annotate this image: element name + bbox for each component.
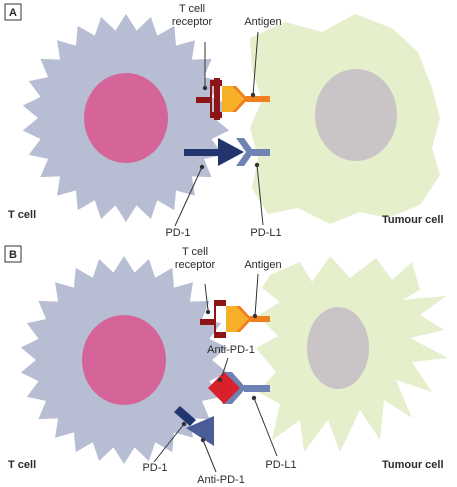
label-tcr-b-line2: receptor — [175, 259, 216, 271]
leader-pd1-a — [174, 166, 203, 227]
anti-pd1-red — [208, 372, 240, 404]
pdl1-b — [222, 372, 270, 404]
leader-pd1-b — [153, 423, 185, 463]
tumour-nucleus-a — [315, 69, 397, 161]
label-tumour-cell-b: Tumour cell — [382, 459, 444, 471]
label-pdl1-a: PD-L1 — [250, 227, 281, 239]
pd1-a — [184, 138, 244, 166]
leader-antigen-b — [254, 273, 259, 317]
label-antigen-b: Antigen — [244, 259, 281, 271]
label-t-cell-a: T cell — [8, 209, 36, 221]
panel-b-box — [4, 245, 22, 263]
leader-anti-pd1-bottom — [202, 439, 217, 473]
panel-b-letter: B — [9, 249, 17, 261]
anti-pd1-blue — [186, 416, 214, 446]
label-tumour-cell-a: Tumour cell — [382, 214, 444, 226]
label-anti-pd1-top: Anti-PD-1 — [207, 344, 255, 356]
antigen-a — [222, 86, 270, 112]
label-tcr-a-line2: receptor — [172, 16, 213, 28]
panel-a-box — [4, 3, 22, 21]
leader-anti-pd1-top — [221, 357, 229, 377]
antigen-b — [226, 306, 270, 332]
leader-antigen-a — [252, 31, 259, 96]
t-cell-receptor-a — [196, 78, 222, 120]
t-cell-nucleus-a — [84, 73, 168, 163]
label-pdl1-b: PD-L1 — [265, 459, 296, 471]
panel-b: B — [4, 245, 448, 486]
t-cell-nucleus-b — [82, 315, 166, 405]
label-pd1-a: PD-1 — [165, 227, 190, 239]
leader-tcr-b — [204, 283, 209, 311]
tumour-nucleus-b — [307, 307, 369, 389]
leader-pdl1-a — [256, 164, 264, 226]
leader-pdl1-b — [253, 397, 278, 457]
panel-a: A — [4, 3, 444, 239]
pd1-b — [174, 406, 196, 426]
label-tcr-b-line1: T cell — [182, 246, 208, 258]
label-anti-pd1-bottom: Anti-PD-1 — [197, 474, 245, 486]
label-pd1-b: PD-1 — [142, 462, 167, 474]
panel-a-letter: A — [9, 7, 17, 19]
label-t-cell-b: T cell — [8, 459, 36, 471]
t-cell-receptor-b — [200, 300, 226, 338]
pdl1-a — [236, 138, 270, 166]
label-antigen-a: Antigen — [244, 16, 281, 28]
label-tcr-a-line1: T cell — [179, 3, 205, 15]
